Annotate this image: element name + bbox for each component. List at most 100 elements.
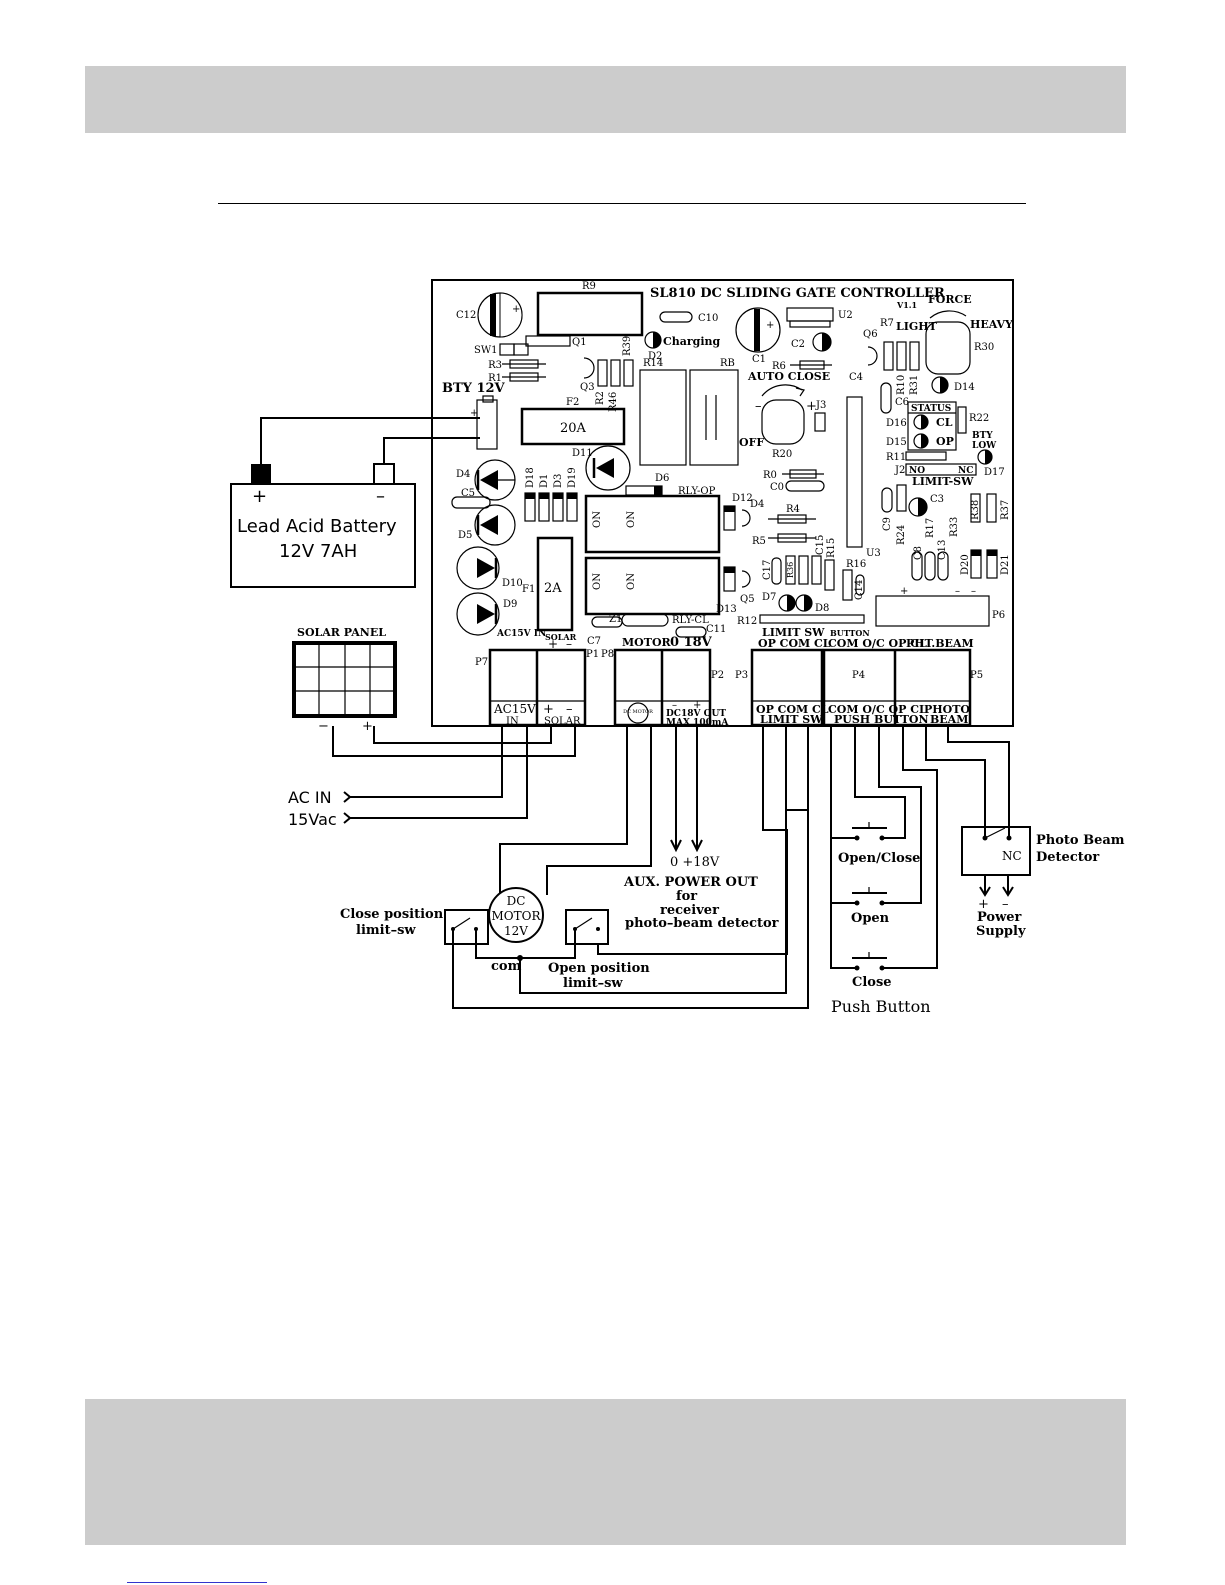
dc-motor: DC MOTOR 12V <box>488 887 544 943</box>
solar-minus-bottom: – <box>566 702 573 717</box>
terminal-block-power <box>488 648 587 727</box>
resistor-r31-label: R31 <box>909 375 920 395</box>
svg-text:2A: 2A <box>544 581 562 596</box>
svg-text:CL: CL <box>936 416 953 429</box>
resistor-r17-label: R17 <box>925 518 936 538</box>
svg-text:12V 7AH: 12V 7AH <box>279 541 357 562</box>
led-d2-charging: Charging D2 <box>644 331 721 362</box>
capacitor-c5: C5 <box>451 488 491 509</box>
svg-text:U2: U2 <box>838 310 853 321</box>
bty-low-label-2: LOW <box>972 441 997 451</box>
transistor-q6: Q6 <box>863 329 878 366</box>
svg-text:OFF: OFF <box>739 436 764 449</box>
svg-text:BTY 12V: BTY 12V <box>442 381 506 396</box>
svg-text:C12: C12 <box>456 310 476 321</box>
capacitor-c8-label: C8 <box>913 546 924 560</box>
potentiometer-r20-auto-close: R20 OFF – + <box>739 384 817 460</box>
resistor-r33-label: R33 <box>949 517 960 537</box>
svg-text:R24: R24 <box>896 525 907 545</box>
svg-text:ON: ON <box>592 573 603 590</box>
dc-out-top: 0 18V <box>670 635 713 650</box>
open-limit-switch <box>565 909 609 945</box>
svg-text:F1: F1 <box>522 584 535 595</box>
header-band <box>85 66 1126 133</box>
resistor-r31 <box>909 341 920 371</box>
svg-text:C15: C15 <box>815 535 826 555</box>
svg-text:DC MOTOR: DC MOTOR <box>623 709 653 715</box>
svg-text:D4: D4 <box>456 469 470 480</box>
transistor-q3: Q3 <box>580 357 595 393</box>
ic-u3: U3 <box>846 396 881 559</box>
motor-wire-1 <box>499 725 628 893</box>
svg-text:C2: C2 <box>791 339 805 350</box>
svg-text:R6: R6 <box>772 361 786 372</box>
aux-line-1: AUX. POWER OUT <box>623 875 758 890</box>
op-com-cl-bottom: OP COM CL <box>756 703 829 716</box>
svg-text:MOTOR: MOTOR <box>491 909 541 923</box>
footer-link-underline <box>127 1582 267 1583</box>
svg-text:R22: R22 <box>969 413 989 424</box>
aux-minus-bottom: – <box>672 700 677 711</box>
com-oc-op-cl-bottom: COM O/C OP CL <box>828 703 927 716</box>
svg-text:C4: C4 <box>849 372 863 383</box>
svg-text:ON: ON <box>626 573 637 590</box>
aux-line-3: receiver <box>660 903 719 918</box>
relay-op: RLY-OP ON ON <box>584 486 721 554</box>
limit-common-wire <box>475 929 576 959</box>
ac-in-label: AC IN <box>288 788 332 807</box>
svg-text:RB: RB <box>720 358 735 369</box>
connector-p5: P5 <box>970 670 983 681</box>
diode-d12: D12 D4 <box>723 493 764 531</box>
svg-text:C9: C9 <box>882 517 893 531</box>
power-plus-sign: + <box>978 897 989 912</box>
resistor-r7: R7 <box>880 318 894 371</box>
aux-voltage: 0 +18V <box>670 855 720 870</box>
resistor-r38 <box>970 493 981 523</box>
resistor-r24: R24 <box>896 484 907 545</box>
power-supply-label-1: Power <box>977 910 1022 925</box>
board-title: SL810 DC SLIDING GATE CONTROLLER <box>650 286 945 301</box>
svg-text:C10: C10 <box>698 313 718 324</box>
svg-text:R11: R11 <box>886 452 906 463</box>
resistor-r6: R6 <box>772 360 832 372</box>
battery-minus-wire <box>383 437 480 464</box>
svg-text:NC: NC <box>958 466 973 476</box>
svg-text:OP: OP <box>936 435 954 448</box>
svg-text:C11: C11 <box>706 624 726 635</box>
svg-text:Q3: Q3 <box>580 382 595 393</box>
svg-text:Q1: Q1 <box>572 337 587 348</box>
svg-text:–: – <box>955 586 960 597</box>
svg-text:D11: D11 <box>572 448 593 459</box>
resistor-r0: R0 <box>763 469 824 481</box>
capacitor-bank <box>911 551 949 581</box>
connector-p2: P2 <box>711 670 724 681</box>
led-d17-bty-low: D17 <box>977 449 1005 478</box>
resistor-r37-label: R37 <box>1000 500 1011 520</box>
svg-text:R36: R36 <box>786 562 795 578</box>
svg-text:R2: R2 <box>595 391 606 405</box>
solar-plus-bottom: + <box>543 702 554 717</box>
push-button-open <box>852 887 887 906</box>
motor-wire-2 <box>546 725 652 895</box>
svg-text:J2: J2 <box>894 465 905 476</box>
svg-text:J3: J3 <box>815 400 826 411</box>
op-com-cl-top: OP COM CL <box>758 637 831 650</box>
aux-line-4: photo–beam detector <box>625 916 779 931</box>
svg-text:ON: ON <box>592 511 603 528</box>
open-limit-label-2: limit–sw <box>563 976 623 991</box>
limit-op-wire-a <box>597 725 788 955</box>
close-limit-label-1: Close position <box>340 907 444 922</box>
svg-text:–: – <box>755 399 762 414</box>
push-button-label: Push Button <box>831 997 931 1016</box>
potentiometer-r30-force: R30 <box>925 310 994 375</box>
svg-text:D4: D4 <box>750 499 764 510</box>
svg-text:R30: R30 <box>974 342 994 353</box>
solar-minus-top: – <box>566 637 572 651</box>
svg-text:R16: R16 <box>846 559 866 570</box>
bty-low-label-1: BTY <box>972 431 993 441</box>
terminal-block-motor <box>613 648 712 727</box>
diode-bank: D18 D1 D3 D19 <box>524 467 578 522</box>
svg-text:+: + <box>900 586 908 597</box>
resistor-r39: R39 <box>622 336 634 387</box>
max-100ma-bottom: MAX 100mA <box>666 718 729 728</box>
